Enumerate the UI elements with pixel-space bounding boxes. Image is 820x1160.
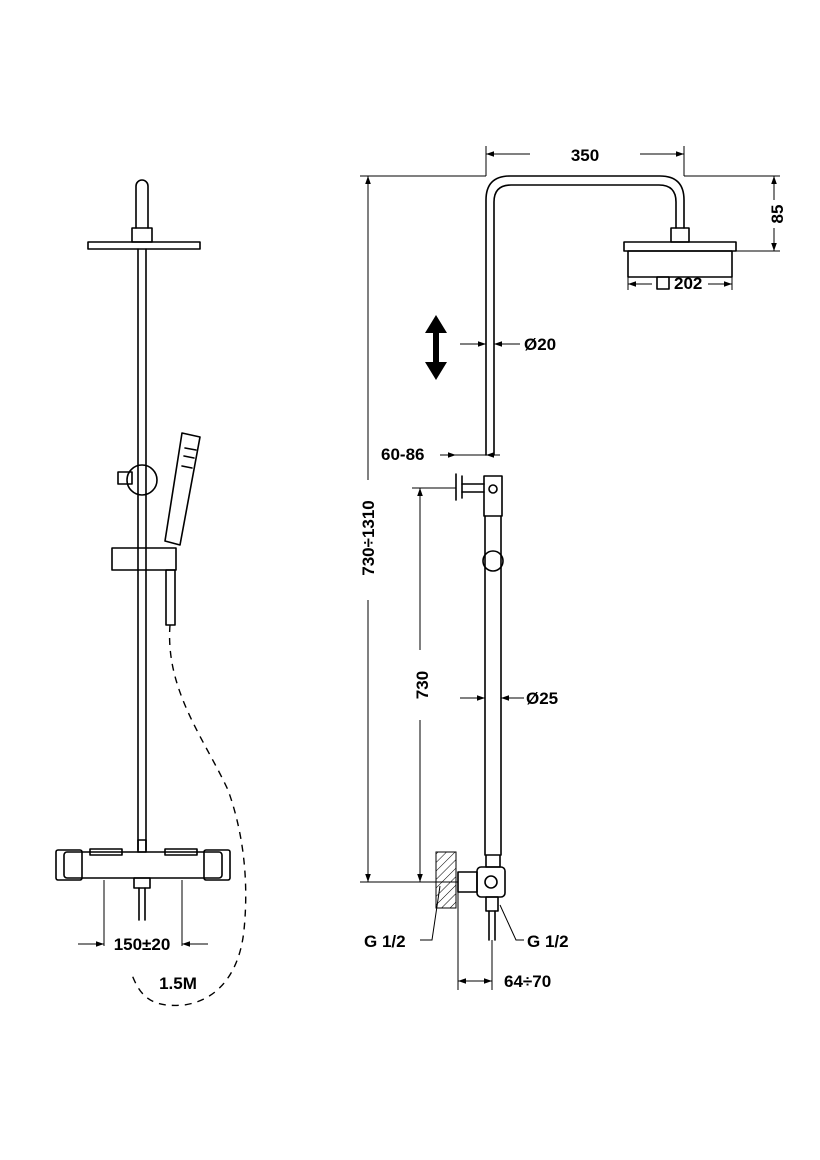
side-valve-port [484,875,498,889]
inlet-right-leader [499,904,524,941]
front-slider-bracket [111,547,177,571]
front-head-connector [131,227,153,243]
front-mixer-body [63,851,223,879]
front-bottom-outlet [133,877,151,889]
upper-pipe-dia-label: Ø20 [524,335,556,354]
side-joint-sleeve [483,475,503,517]
inlet-left-leader [420,885,441,941]
side-head-body [627,250,733,278]
front-holder-knob [117,471,133,485]
square-icon [656,276,670,290]
wall-offset-label: 60-86 [381,445,424,464]
front-upper-arm [135,179,149,229]
side-union-nut [485,854,501,868]
front-mixer-knob-left [55,849,83,881]
lower-height-label: 730 [413,671,432,699]
front-riser-union [137,839,147,853]
side-slider-holder [482,550,504,572]
side-wall-hatch [435,851,457,909]
front-hand-shower [164,432,201,546]
front-shower-head [87,241,201,250]
hose-length-label: 1.5M [159,974,197,993]
inlet-left-label: G 1/2 [364,932,406,951]
front-mixer-cap-left [89,848,123,856]
front-hose-grip [165,569,176,626]
lower-pipe-dia-label: Ø25 [526,689,558,708]
inlet-spacing-label: 150±20 [114,935,171,954]
side-head-connector [670,227,690,243]
front-hand-shower-face-top [184,447,197,451]
head-drop-label: 85 [768,205,787,224]
side-arm-inner [493,184,677,456]
side-joint-screw [488,484,498,494]
front-mixer-knob-right [203,849,231,881]
front-hand-shower-face-mid [183,455,195,459]
double-arrow-vertical-icon [425,315,447,380]
side-valve-escutcheon [457,871,478,893]
side-head-top [623,241,737,252]
front-round-holder [126,464,158,496]
head-width-label: 350 [571,146,599,165]
head-square-label: 202 [674,274,702,293]
side-view: 350 85 202 Ø20 60-86 73 [359,146,787,991]
total-height-label: 730÷1310 [359,500,378,576]
front-hose-dashed [131,624,247,1007]
wall-depth-label: 64÷70 [504,972,551,991]
front-view: 150±20 1.5M [55,179,247,1007]
front-mixer-cap-right [164,848,198,856]
front-outlet-hose [138,887,146,921]
side-arm-outer [485,175,685,456]
side-valve-body [476,866,506,898]
side-bottom-outlet [485,896,499,912]
front-hand-shower-face-low [181,465,193,469]
inlet-right-label: G 1/2 [527,932,569,951]
